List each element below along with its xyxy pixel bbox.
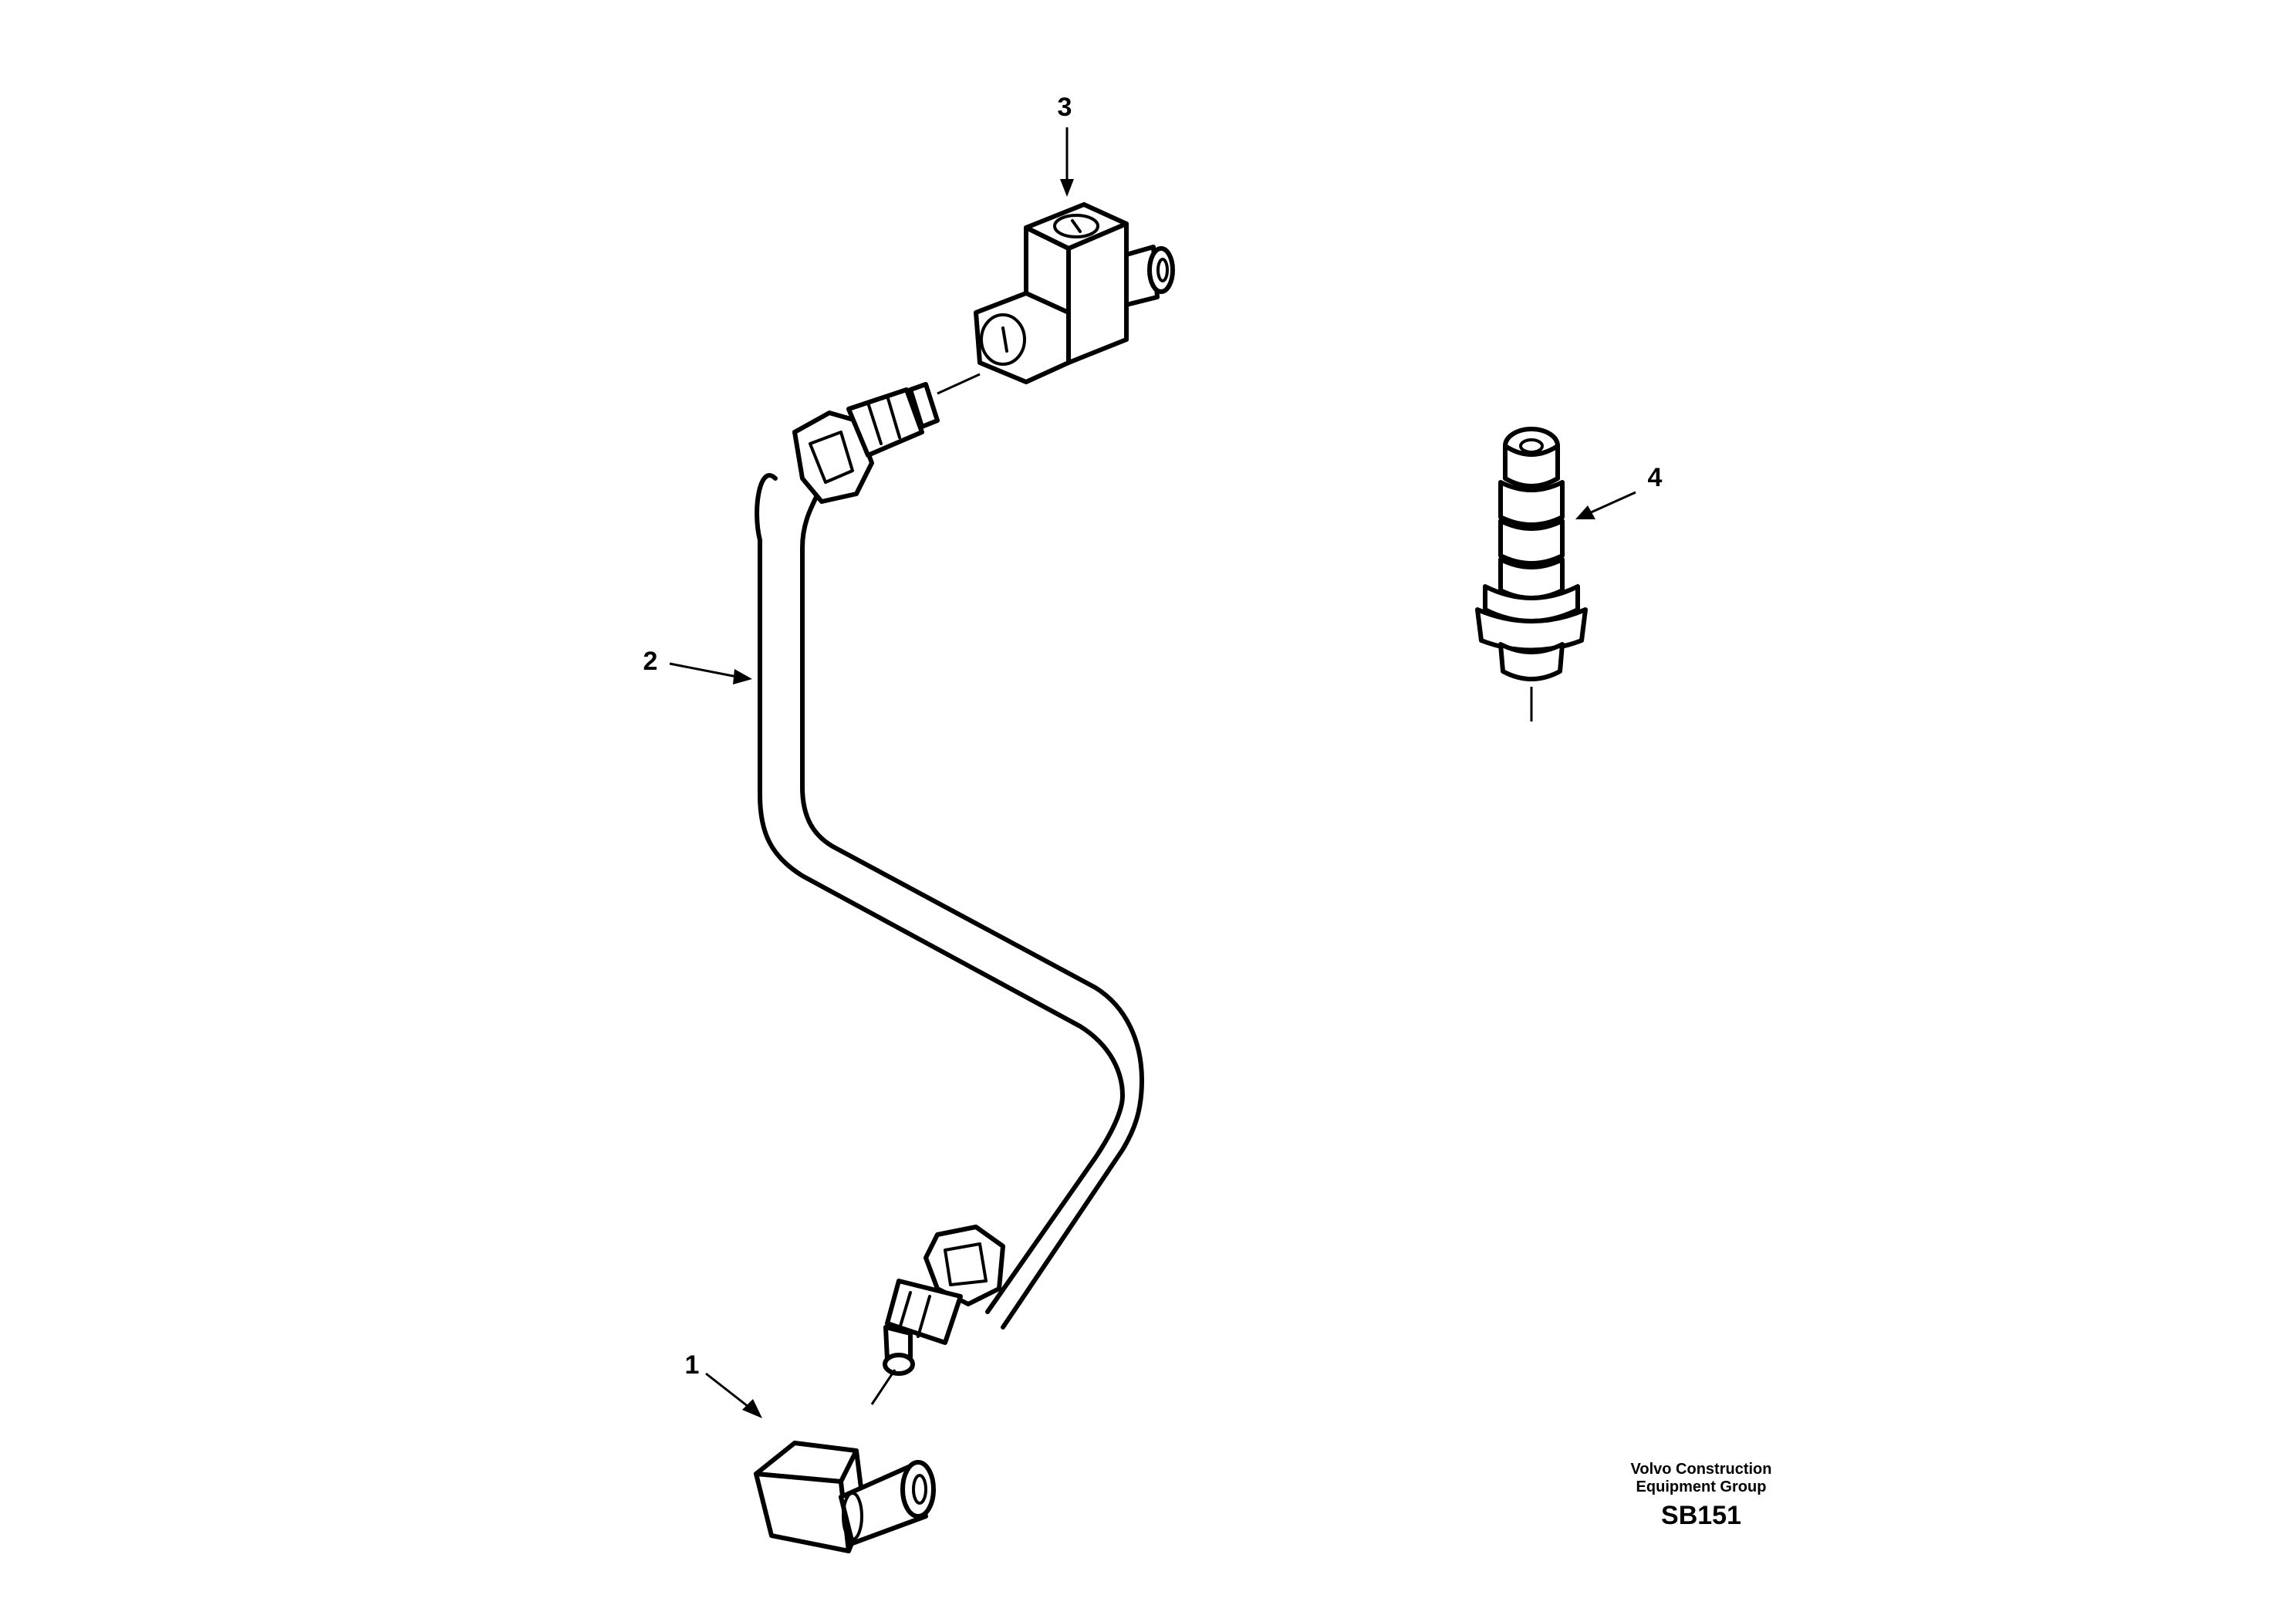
callout-1-number: 1 — [685, 1350, 700, 1380]
callout-4: 4 — [1575, 463, 1663, 519]
drawing-code: SB151 — [1661, 1501, 1741, 1530]
callout-1: 1 — [685, 1350, 762, 1418]
callout-4-number: 4 — [1648, 463, 1663, 492]
callout-3: 3 — [1058, 93, 1074, 197]
nipple-part — [1475, 427, 1588, 721]
callout-3-number: 3 — [1058, 93, 1072, 122]
callout-2: 2 — [643, 647, 752, 684]
callout-2-number: 2 — [643, 647, 658, 676]
credit-block: Volvo Construction Equipment Group SB151 — [1631, 1461, 1772, 1530]
elbow-fitting-part — [754, 1441, 936, 1553]
credit-line-2: Equipment Group — [1636, 1478, 1767, 1495]
pipe-lower-nut — [883, 1225, 1005, 1376]
credit-line-1: Volvo Construction — [1631, 1461, 1772, 1478]
pipe-part — [755, 373, 1144, 1405]
tee-fitting-part — [974, 202, 1175, 384]
pipe-upper-nut — [792, 382, 940, 504]
